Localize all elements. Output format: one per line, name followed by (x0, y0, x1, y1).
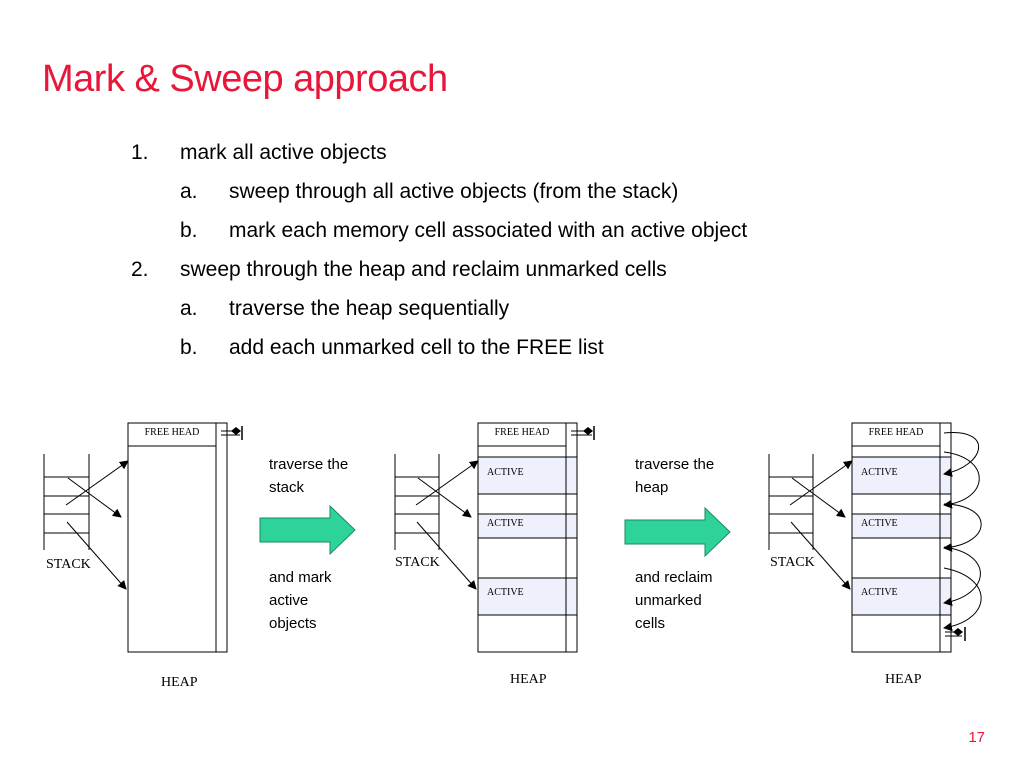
step-text: mark each memory cell associated with an… (229, 219, 748, 242)
stack (394, 454, 440, 550)
null-pointer-icon (945, 627, 966, 641)
arrow-caption: and mark active objects (269, 569, 332, 632)
slide-title: Mark & Sweep approach (42, 58, 448, 100)
active-cell-label: ACTIVE (861, 518, 898, 529)
diagram-swept (768, 422, 982, 653)
arrow-caption: and reclaim unmarked cells (635, 569, 713, 632)
stack-pointers (65, 460, 129, 590)
stack (768, 454, 814, 550)
free-list-links (943, 432, 982, 632)
step-marker: 2. (131, 258, 149, 281)
active-cell-label: ACTIVE (861, 467, 898, 478)
step-text: sweep through the heap and reclaim unmar… (180, 258, 667, 281)
step-text: mark all active objects (180, 141, 387, 164)
block-arrow-icon (624, 506, 731, 558)
heap (477, 422, 578, 653)
stack-label: STACK (770, 555, 815, 570)
free-head-label: FREE HEAD (868, 427, 924, 438)
free-head-label: FREE HEAD (144, 427, 200, 438)
step-text: add each unmarked cell to the FREE list (229, 336, 604, 359)
page-number: 17 (968, 729, 985, 746)
step-text: sweep through all active objects (from t… (229, 180, 679, 203)
active-cell-label: ACTIVE (861, 587, 898, 598)
stack-pointers (415, 460, 479, 590)
active-cell-label: ACTIVE (487, 587, 524, 598)
active-cell-label: ACTIVE (487, 518, 524, 529)
diagram-initial (43, 422, 243, 653)
stack-label: STACK (46, 557, 91, 572)
heap (127, 422, 228, 653)
null-pointer-icon (571, 426, 595, 440)
heap-label: HEAP (161, 675, 198, 690)
null-pointer-icon (221, 426, 243, 440)
step-marker: b. (180, 219, 198, 242)
step-marker: a. (180, 180, 198, 203)
heap (851, 422, 952, 653)
arrow-caption: traverse the stack (269, 456, 349, 496)
step-marker: b. (180, 336, 198, 359)
step-marker: a. (180, 297, 198, 320)
stack (43, 454, 90, 550)
step-text: traverse the heap sequentially (229, 297, 510, 320)
step-marker: 1. (131, 141, 149, 164)
arrow-caption: traverse the heap (635, 456, 715, 496)
free-head-label: FREE HEAD (494, 427, 550, 438)
heap-label: HEAP (510, 672, 547, 687)
active-cell-label: ACTIVE (487, 467, 524, 478)
stack-label: STACK (395, 555, 440, 570)
block-arrow-icon (259, 504, 356, 556)
stack-pointers (789, 460, 853, 590)
heap-label: HEAP (885, 672, 922, 687)
diagram-marked (394, 422, 595, 653)
